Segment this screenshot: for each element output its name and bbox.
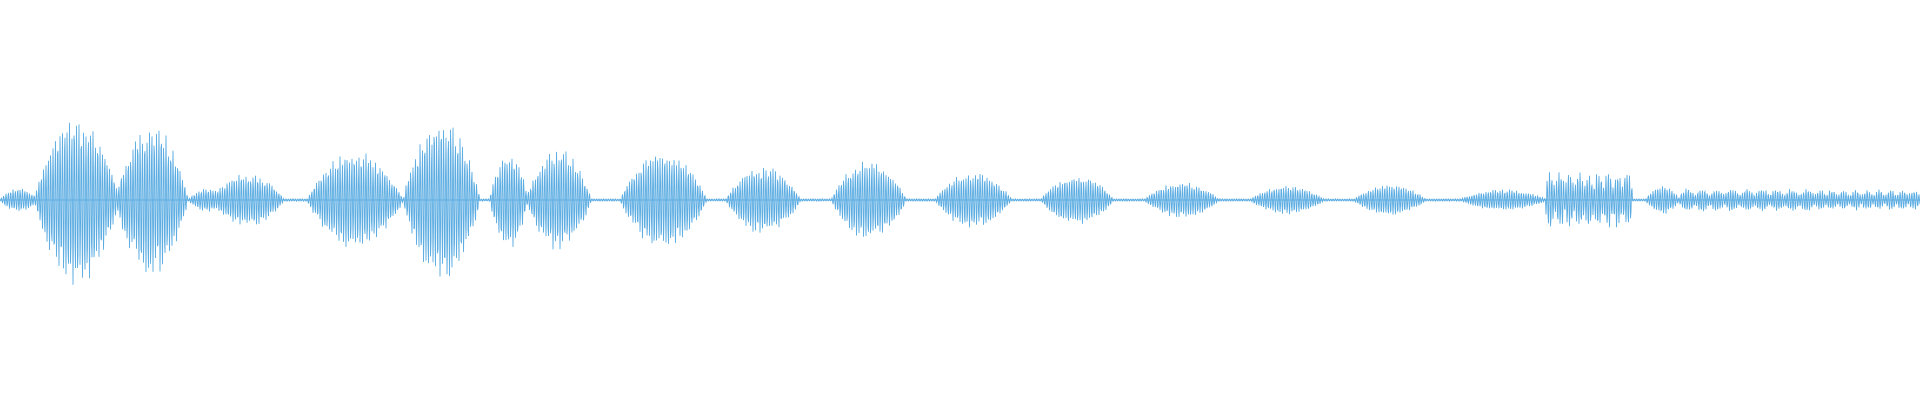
waveform-trace-group	[0, 122, 1920, 285]
waveform-trace	[0, 122, 1920, 285]
